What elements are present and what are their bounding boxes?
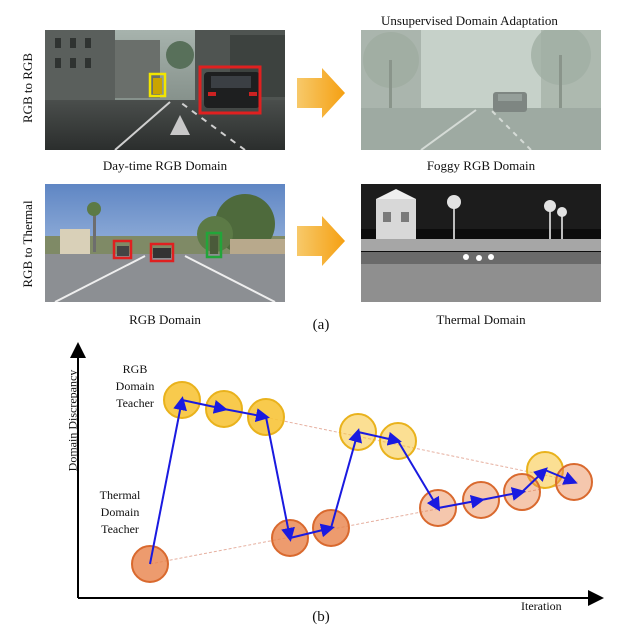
thermal-teacher-node (419, 489, 457, 527)
rgb-teacher-label-2: Domain (115, 379, 155, 393)
thermal-teacher-node (312, 509, 350, 547)
thermal-teacher-label-1: Thermal (99, 488, 141, 502)
arrow-right-icon (297, 216, 345, 266)
rgb-trend-line (181, 399, 579, 483)
panel-b-caption: (b) (312, 609, 330, 625)
foggy-caption: Foggy RGB Domain (426, 158, 536, 173)
rgb-teacher-node (526, 451, 564, 489)
trajectory-arrow (397, 440, 441, 512)
rgb-teacher-node (205, 390, 243, 428)
y-axis-label: Domain Discrepancy (65, 369, 80, 472)
rgb-teacher-node (339, 413, 377, 451)
thermal-trend-line (149, 481, 579, 565)
trajectory-arrow (544, 469, 578, 485)
trajectory-arrow (480, 487, 526, 501)
rgb-teacher-node (247, 398, 285, 436)
box-red (112, 239, 133, 260)
trajectory-arrow (437, 494, 485, 509)
box-red (198, 65, 262, 115)
thermal-caption: Thermal Domain (436, 312, 526, 327)
trajectory-arrow (149, 396, 187, 565)
thermal-teacher-label-3: Teacher (101, 522, 139, 536)
thermal-teacher-node (503, 473, 541, 511)
thermal-teacher-node (555, 463, 593, 501)
rgb-teacher-node (163, 381, 201, 419)
box-green (205, 231, 223, 259)
rgb-teacher-label-3: Teacher (116, 396, 154, 410)
thermal-image (361, 184, 601, 302)
daytime-rgb-image (45, 30, 285, 150)
thermal-teacher-label-2: Domain (100, 505, 140, 519)
panel-a-caption: (a) (312, 317, 330, 333)
uda-title: Unsupervised Domain Adaptation (381, 13, 558, 28)
arrow-right-icon (297, 68, 345, 118)
rgb-caption: RGB Domain (129, 312, 201, 327)
trajectory-arrow (357, 431, 402, 446)
box-red (149, 242, 175, 263)
daytime-caption: Day-time RGB Domain (102, 158, 228, 173)
rgb-image (45, 184, 285, 302)
foggy-rgb-image (361, 30, 601, 150)
thermal-teacher-node (131, 545, 169, 583)
trajectory-arrow (289, 523, 335, 539)
box-yellow (148, 72, 167, 98)
trajectory-arrow (223, 408, 270, 423)
trajectory-arrow (521, 467, 548, 493)
row2-side-label: RGB to Thermal (20, 200, 35, 288)
trajectory-arrow (181, 399, 228, 414)
thermal-teacher-node (462, 481, 500, 519)
row1-side-label: RGB to RGB (20, 52, 35, 124)
thermal-teacher-node (271, 519, 309, 557)
trajectory-arrow (265, 416, 295, 542)
rgb-teacher-label-1: RGB (122, 362, 148, 376)
rgb-teacher-node (379, 422, 417, 460)
trajectory-arrow (330, 428, 363, 529)
x-axis-label: Iteration (521, 599, 562, 613)
